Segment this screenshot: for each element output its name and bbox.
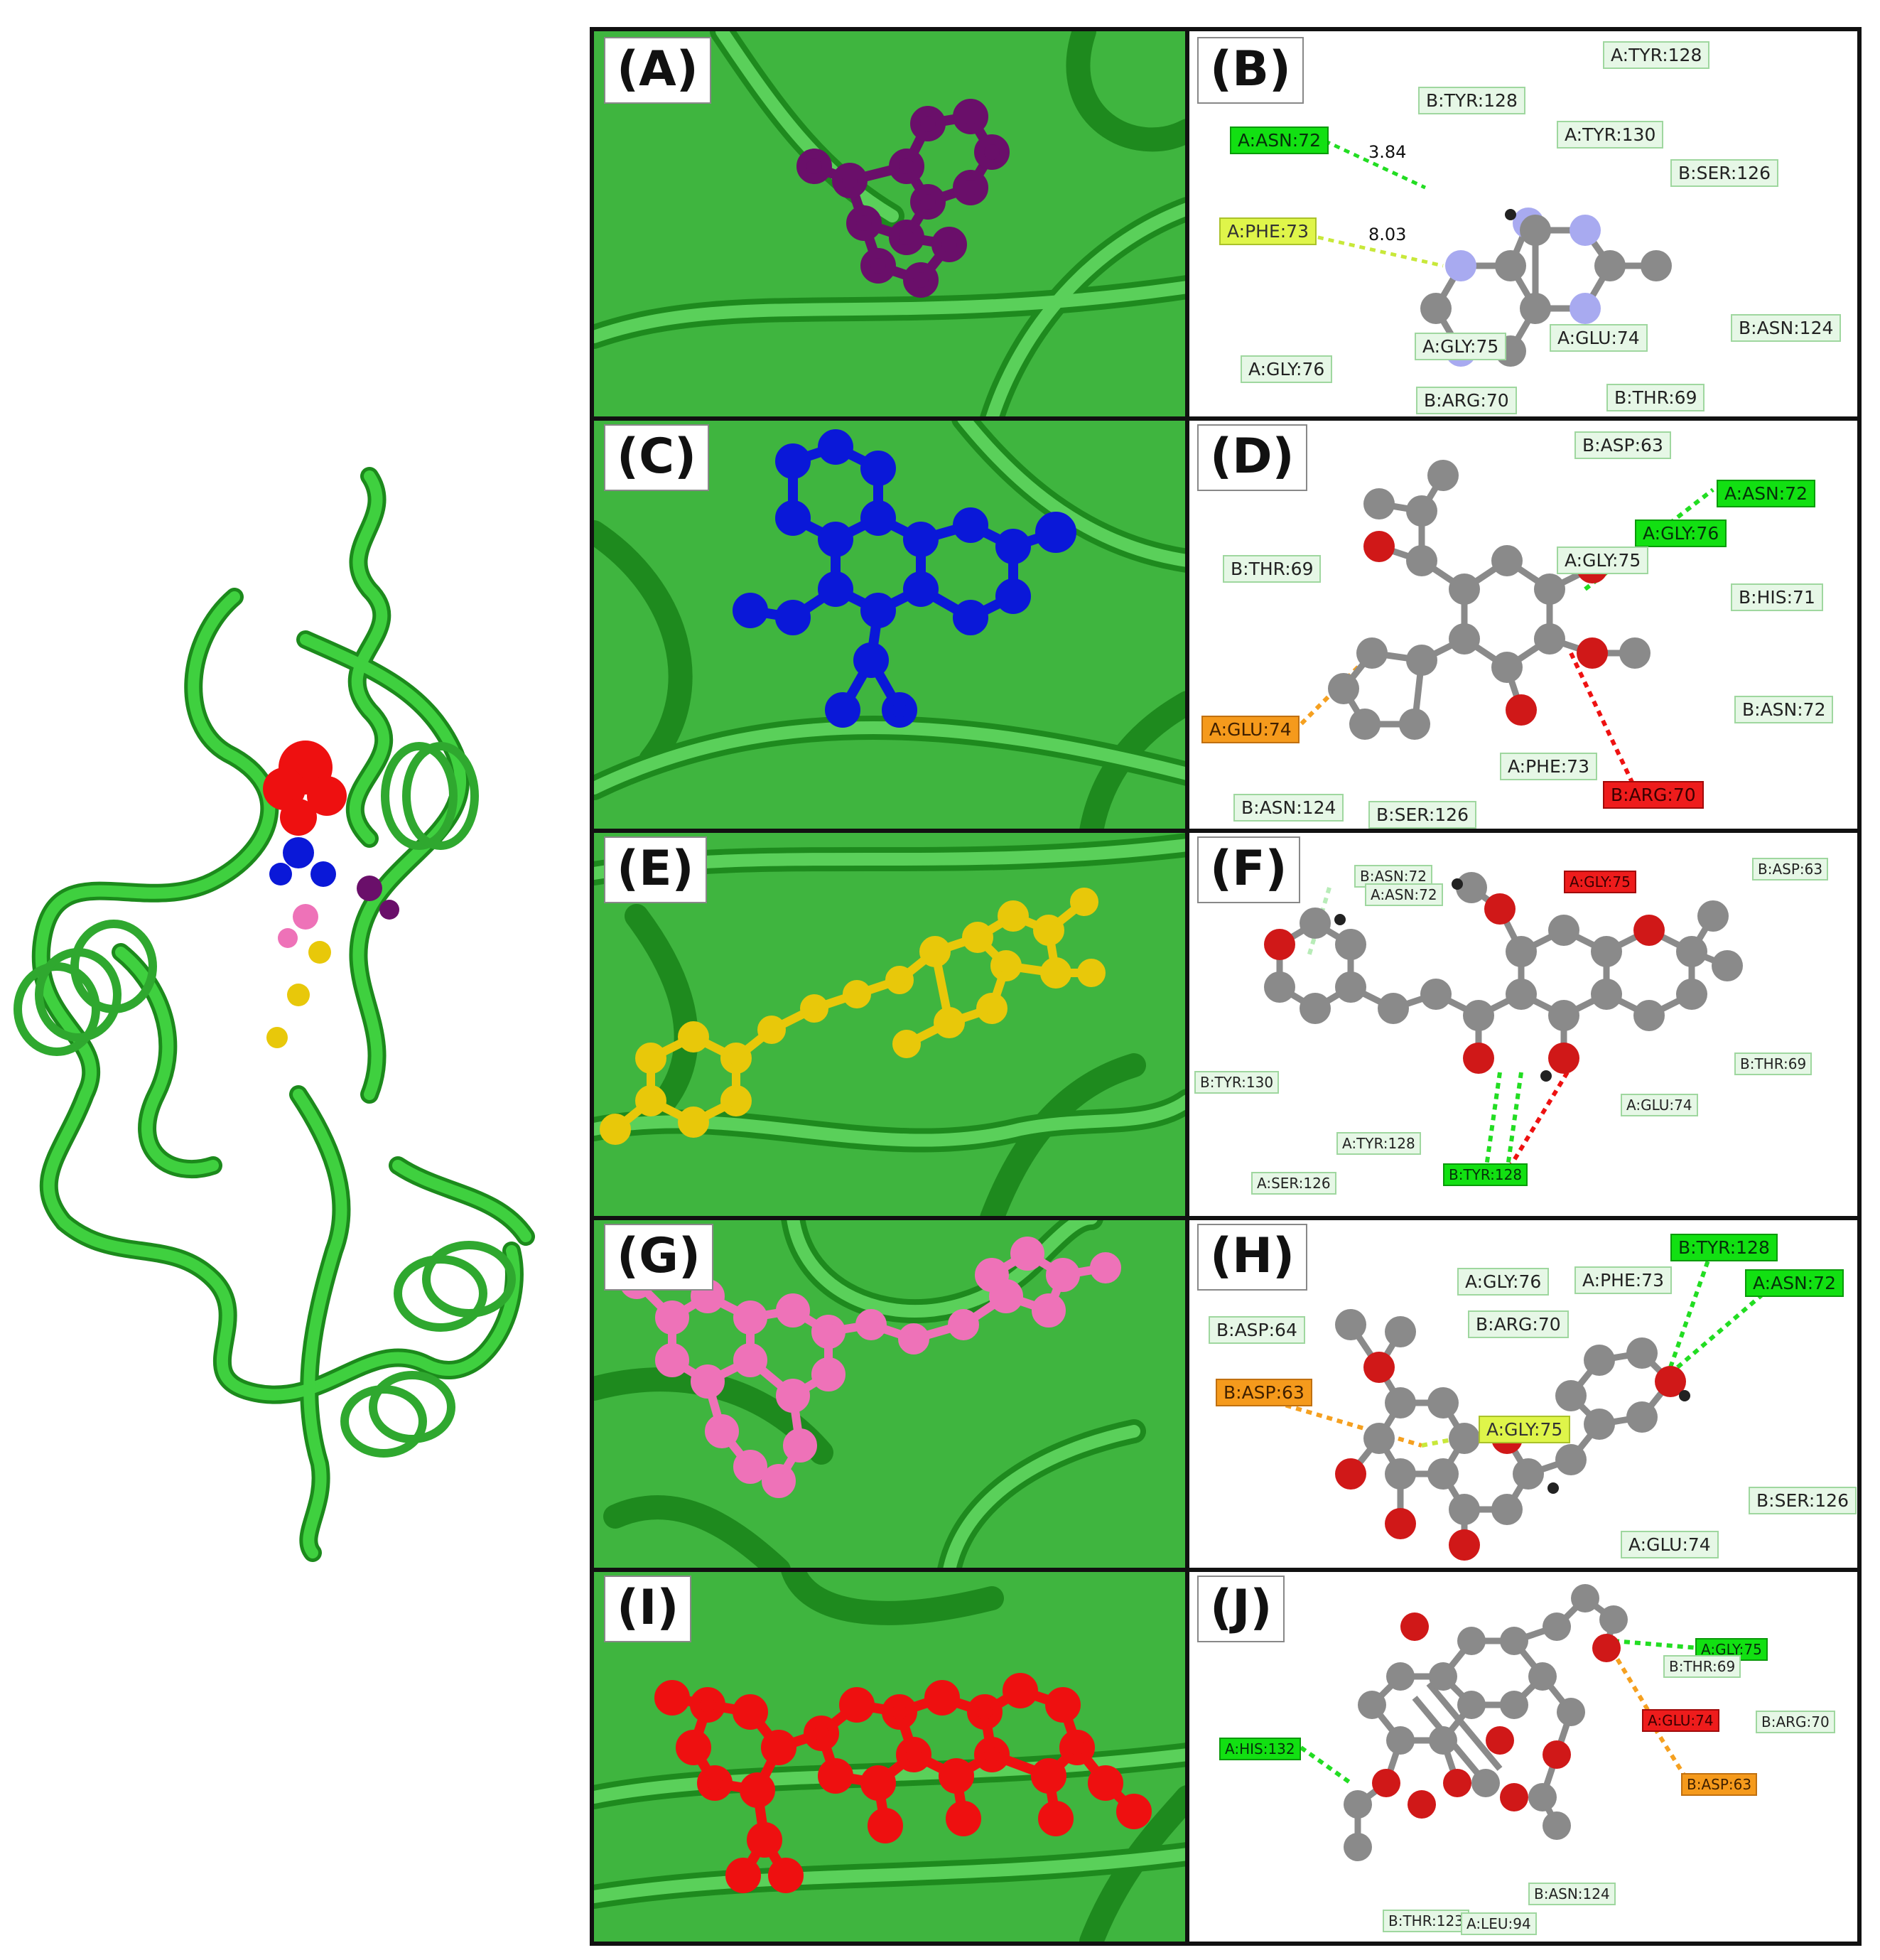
residue-label-hbond: A:ASN:72 — [1717, 480, 1815, 507]
residue-label: A:TYR:128 — [1603, 41, 1710, 69]
panel-label: (C) — [604, 424, 710, 491]
distance-label: 8.03 — [1368, 225, 1407, 244]
residue-label: B:TYR:130 — [1194, 1071, 1280, 1094]
residue-label: A:PHE:73 — [1500, 753, 1597, 780]
distance-label: 3.84 — [1368, 142, 1407, 162]
superimposed-ligands — [263, 741, 399, 1048]
residue-label-alkyl: B:ASP:63 — [1681, 1773, 1758, 1796]
residue-label: A:GLY:75 — [1557, 546, 1649, 574]
residue-label: B:THR:69 — [1606, 384, 1705, 411]
residue-label: B:ASN:72 — [1734, 696, 1834, 723]
residue-label: B:SER:126 — [1368, 801, 1476, 829]
ligand-f-atoms — [1264, 872, 1743, 1082]
panel-label: (A) — [604, 37, 711, 104]
ligand-c-ball-stick — [733, 429, 1076, 728]
interaction-diagram — [1300, 1584, 1700, 1861]
residue-label-alkyl: A:GLU:74 — [1201, 716, 1300, 743]
panel-label: (J) — [1197, 1576, 1285, 1642]
residue-label-hbond: B:TYR:128 — [1443, 1163, 1528, 1186]
residue-label: B:THR:69 — [1663, 1655, 1741, 1678]
panel-d-2d-interaction: (D) B:ASP:63 A:ASN:72 A:GLY:76 A:GLY:75 … — [1187, 419, 1857, 831]
ligand-a-ball-stick — [796, 99, 1010, 298]
residue-label: B:TYR:128 — [1418, 87, 1525, 114]
residue-label-hbond: A:ASN:72 — [1230, 126, 1329, 154]
residue-label: A:GLY:76 — [1241, 355, 1333, 383]
panel-label: (G) — [604, 1224, 713, 1291]
interaction-diagram — [1264, 872, 1743, 1173]
grid-divider-vertical — [1185, 31, 1189, 1942]
residue-label-unfavorable: A:GLU:74 — [1642, 1709, 1719, 1732]
grid-divider-horizontal — [594, 416, 1857, 421]
residue-label: A:TYR:130 — [1557, 121, 1664, 149]
panel-f-2d-interaction: (F) B:ASN:72 A:ASN:72 A:GLY:75 B:ASP:63 … — [1187, 831, 1857, 1218]
panel-e-3d-view: (E) — [594, 831, 1187, 1218]
residue-label-alkyl: B:ASP:63 — [1216, 1379, 1312, 1406]
residue-label: A:GLY:76 — [1457, 1268, 1550, 1296]
residue-label: B:ARG:70 — [1756, 1711, 1835, 1733]
grid-divider-horizontal — [594, 1216, 1857, 1220]
residue-label: B:ASP:63 — [1574, 431, 1671, 459]
residue-label: B:ASN:124 — [1731, 314, 1842, 342]
ligand-j-atoms — [1344, 1584, 1628, 1861]
residue-label: B:ASP:63 — [1752, 858, 1829, 881]
panel-label: (E) — [604, 836, 707, 903]
panel-b-2d-interaction: (B) A:TYR:128 B:TYR:128 A:TYR:130 A:ASN:… — [1187, 31, 1857, 419]
protein-overview-ribbon — [13, 467, 535, 1562]
residue-label: A:SER:126 — [1251, 1172, 1336, 1195]
residue-label: A:GLU:74 — [1550, 324, 1648, 352]
residue-label: B:SER:126 — [1670, 159, 1778, 187]
panel-j-2d-interaction: (J) A:GLY:75 B:THR:69 A:GLU:74 B:ARG:70 … — [1187, 1570, 1857, 1942]
residue-label: A:ASN:72 — [1365, 883, 1443, 906]
residue-label-hbond: A:HIS:132 — [1219, 1738, 1301, 1760]
panel-label: (B) — [1197, 37, 1304, 104]
panel-label: (H) — [1197, 1224, 1308, 1291]
grid-divider-horizontal — [594, 829, 1857, 833]
residue-label: B:SER:126 — [1749, 1487, 1857, 1514]
residue-label-unfavorable: B:ARG:70 — [1603, 781, 1704, 809]
residue-label: B:ARG:70 — [1416, 387, 1517, 414]
residue-label: B:HIS:71 — [1731, 583, 1823, 611]
residue-label-hbond: A:ASN:72 — [1745, 1269, 1844, 1297]
panel-h-2d-interaction: (H) B:TYR:128 A:ASN:72 A:GLY:76 A:PHE:73… — [1187, 1218, 1857, 1570]
residue-label: A:GLY:75 — [1415, 333, 1507, 360]
panel-c-3d-view: (C) — [594, 419, 1187, 831]
residue-label: A:GLU:74 — [1621, 1531, 1719, 1558]
residue-label-hbond: B:TYR:128 — [1670, 1234, 1778, 1261]
panel-grid: (A) — [590, 27, 1862, 1946]
panel-g-3d-view: (G) — [594, 1218, 1187, 1570]
ligand-e-ball-stick — [600, 888, 1106, 1145]
residue-label-unfavorable: A:GLY:75 — [1564, 871, 1636, 893]
residue-label-hbond: A:GLY:76 — [1635, 519, 1727, 547]
residue-label-pi: A:GLY:75 — [1479, 1416, 1571, 1443]
residue-label: B:ASN:124 — [1233, 794, 1344, 822]
residue-label: A:TYR:128 — [1336, 1132, 1421, 1155]
panel-label: (F) — [1197, 836, 1300, 903]
protein-ribbon-scene — [594, 1570, 1187, 1942]
panel-i-3d-view: (I) — [594, 1570, 1187, 1942]
ligand-d-atoms — [1328, 460, 1651, 740]
grid-divider-horizontal — [594, 1568, 1857, 1572]
panel-a-3d-view: (A) — [594, 31, 1187, 419]
residue-label-pi: A:PHE:73 — [1219, 217, 1317, 245]
residue-label: B:THR:69 — [1734, 1052, 1813, 1075]
interaction-diagram — [1292, 460, 1714, 790]
residue-label: A:GLU:74 — [1621, 1094, 1698, 1116]
residue-label: A:PHE:73 — [1574, 1266, 1672, 1294]
residue-label: B:ASN:124 — [1528, 1883, 1616, 1905]
panel-label: (I) — [604, 1576, 692, 1642]
residue-label: B:THR:123 — [1383, 1910, 1469, 1932]
ligand-i-ball-stick — [654, 1673, 1152, 1893]
panel-label: (D) — [1197, 424, 1307, 491]
residue-label: A:LEU:94 — [1461, 1912, 1537, 1935]
residue-label: B:ASP:64 — [1209, 1316, 1305, 1344]
residue-label: B:THR:69 — [1223, 555, 1322, 583]
residue-label: B:ARG:70 — [1468, 1310, 1569, 1338]
